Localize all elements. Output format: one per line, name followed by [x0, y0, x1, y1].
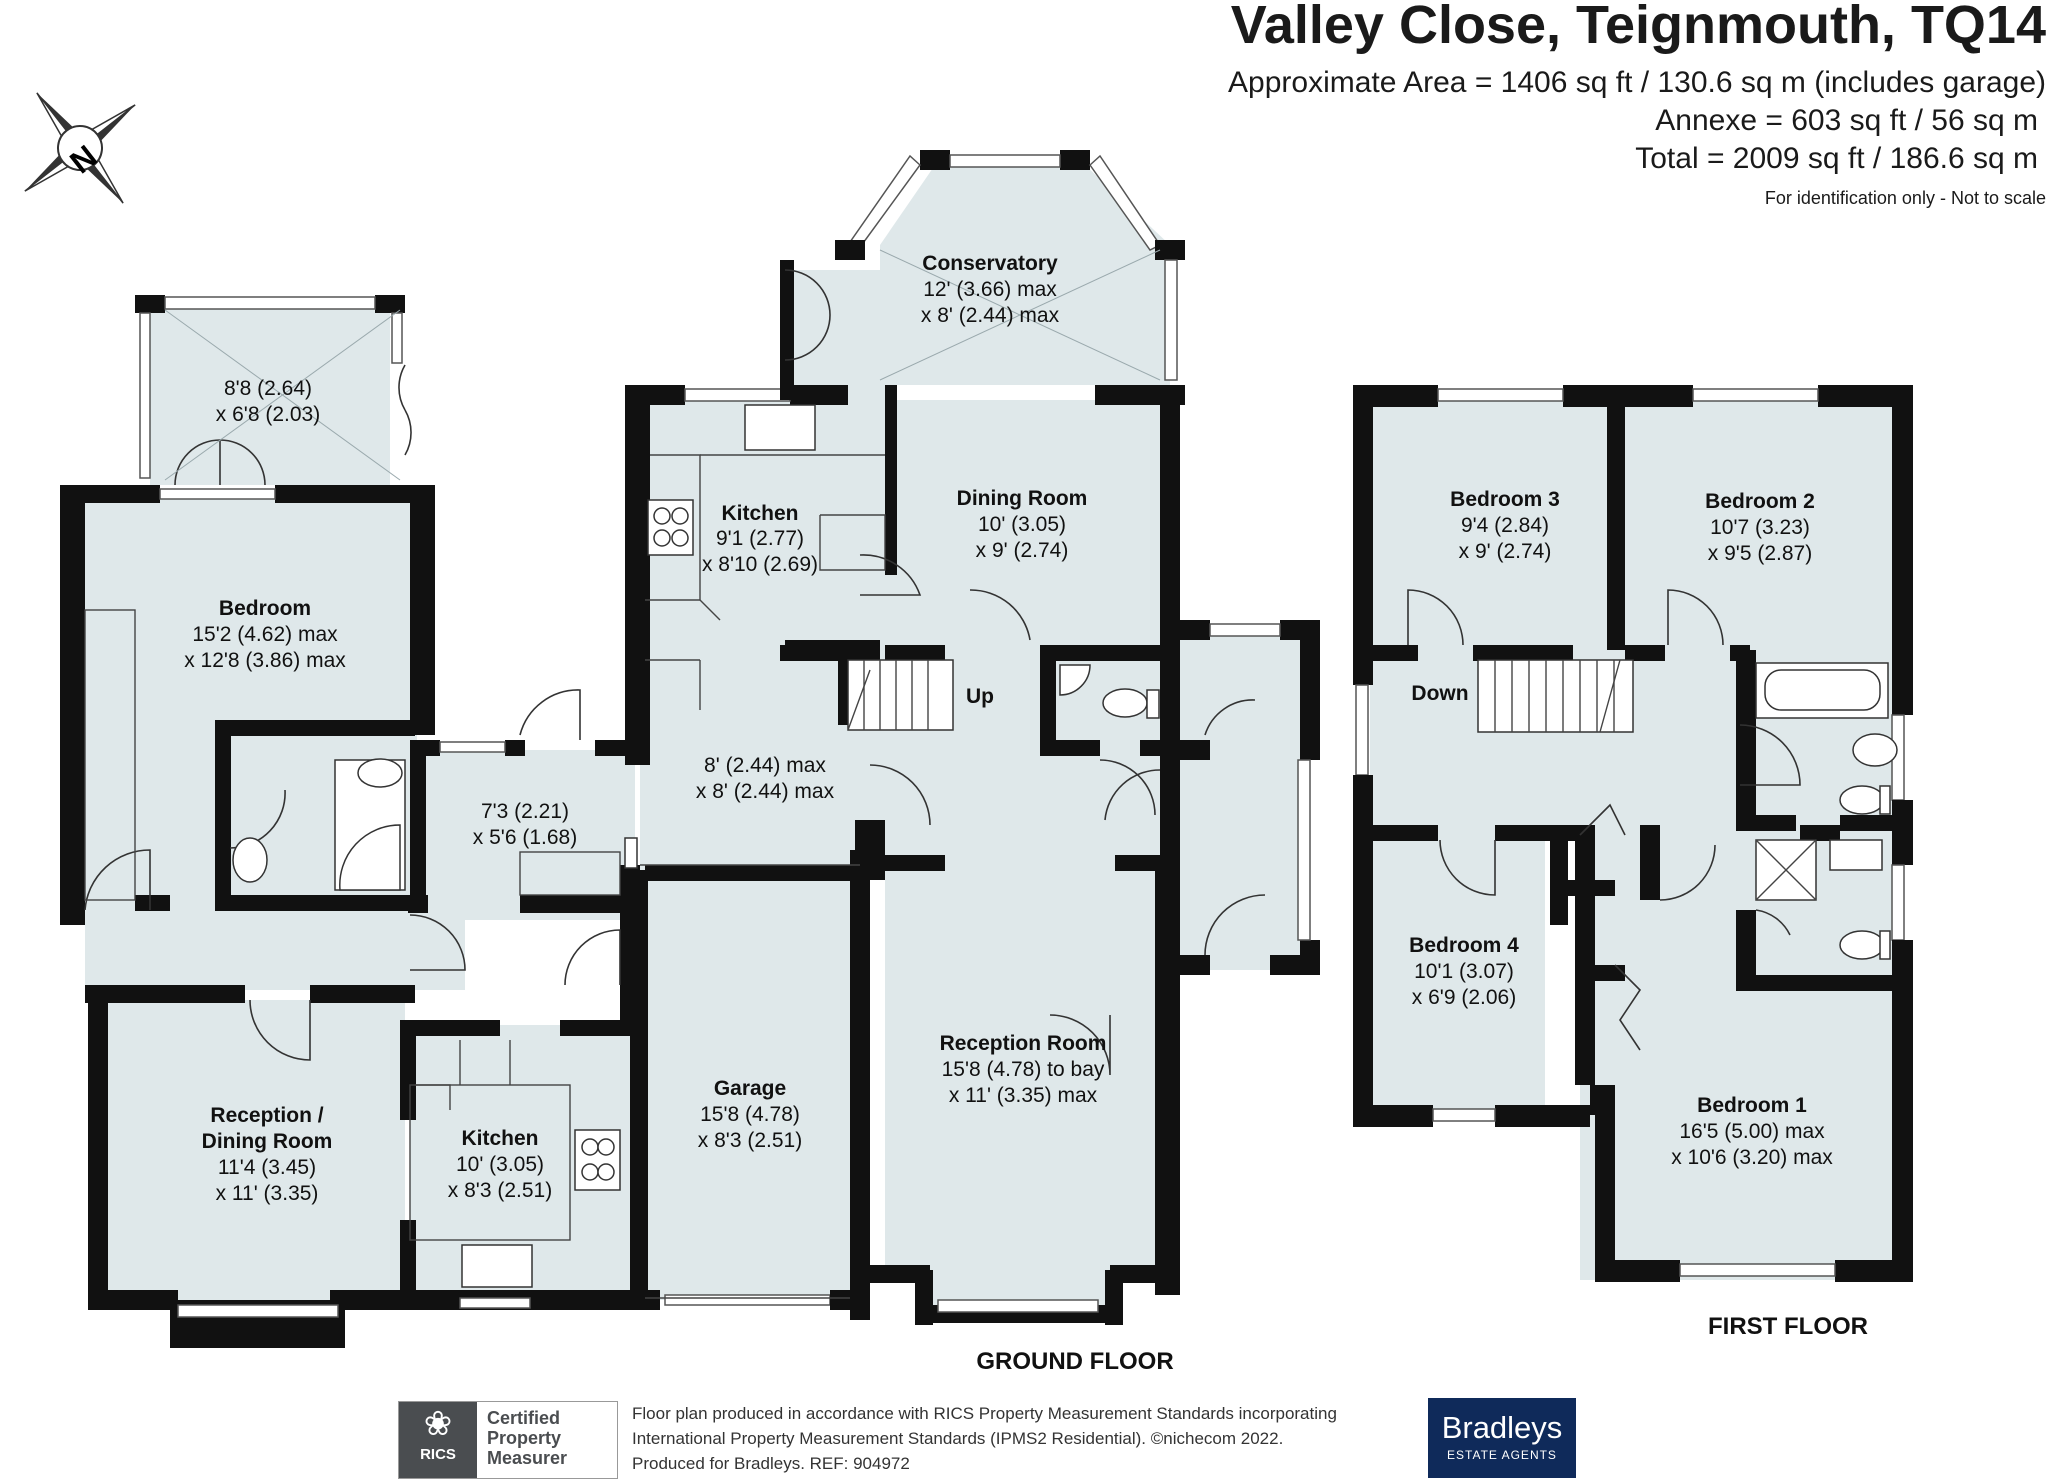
- garage-dim2: x 8'3 (2.51): [698, 1129, 802, 1152]
- up-label: Up: [966, 685, 994, 708]
- conservatory-name: Conservatory: [922, 252, 1058, 275]
- footer-notice: Floor plan produced in accordance with R…: [632, 1401, 1337, 1476]
- bedroom3-name: Bedroom 3: [1450, 488, 1560, 511]
- kitchen-name: Kitchen: [721, 502, 798, 525]
- annexe-kitchen-name: Kitchen: [461, 1127, 538, 1150]
- bedroom1-dim2: x 10'6 (3.20) max: [1671, 1146, 1833, 1169]
- hall-dim1: 8' (2.44) max: [704, 754, 826, 777]
- utility-dim1: 7'3 (2.21): [481, 800, 569, 823]
- compass-rose-icon: [24, 92, 136, 204]
- bedroom4-dim1: 10'1 (3.07): [1414, 960, 1514, 983]
- ground-floor-label: GROUND FLOOR: [976, 1348, 1173, 1375]
- footer-line-2: International Property Measurement Stand…: [632, 1429, 1284, 1448]
- reception-dining-dim2: x 11' (3.35): [216, 1182, 319, 1205]
- reception-dining-name-1: Reception /: [210, 1104, 323, 1127]
- ground-floor-doors: [84, 364, 1266, 1076]
- bedroom1-dim1: 16'5 (5.00) max: [1679, 1120, 1825, 1143]
- rics-badge-text: Certified Property Measurer: [487, 1408, 568, 1468]
- reception-dining-dim1: 11'4 (3.45): [218, 1156, 316, 1179]
- total-area: Total = 2009 sq ft / 186.6 sq m: [1635, 142, 2038, 175]
- annexe-area: Annexe = 603 sq ft / 56 sq m: [1655, 104, 2038, 137]
- hall-dim2: x 8' (2.44) max: [696, 780, 835, 803]
- reception-room-dim2: x 11' (3.35) max: [949, 1084, 1098, 1107]
- bedroom3-dim1: 9'4 (2.84): [1461, 514, 1549, 537]
- bedroom2-dim1: 10'7 (3.23): [1710, 516, 1810, 539]
- first-floor-walls: [1353, 385, 1913, 1282]
- first-floor-label: FIRST FLOOR: [1708, 1313, 1868, 1340]
- reception-room-dim1: 15'8 (4.78) to bay: [942, 1058, 1105, 1081]
- bedroom2-dim2: x 9'5 (2.87): [1708, 542, 1812, 565]
- conservatory-dim1: 12' (3.66) max: [923, 278, 1057, 301]
- garage-name: Garage: [714, 1077, 786, 1100]
- agent-tagline: ESTATE AGENTS: [1447, 1448, 1557, 1462]
- room-labels: Conservatory 12' (3.66) max x 8' (2.44) …: [184, 252, 1868, 1375]
- bedroom1-name: Bedroom 1: [1697, 1094, 1807, 1117]
- bedroom-name: Bedroom: [219, 597, 311, 620]
- down-label: Down: [1411, 682, 1468, 705]
- annexe-kitchen-dim1: 10' (3.05): [456, 1153, 544, 1176]
- reception-room-name: Reception Room: [940, 1032, 1107, 1055]
- dining-room-name: Dining Room: [957, 487, 1088, 510]
- annexe-conservatory-dim2: x 6'8 (2.03): [216, 403, 320, 426]
- rics-certified-badge: ❀ RICS Certified Property Measurer: [398, 1401, 618, 1479]
- bedroom4-name: Bedroom 4: [1409, 934, 1519, 957]
- bedroom-dim1: 15'2 (4.62) max: [192, 623, 338, 646]
- ground-floor-fixtures: [84, 249, 1161, 1299]
- bedroom2-name: Bedroom 2: [1705, 490, 1815, 513]
- page-title: Valley Close, Teignmouth, TQ14: [1230, 0, 2046, 55]
- annexe-kitchen-dim2: x 8'3 (2.51): [448, 1179, 552, 1202]
- kitchen-dim1: 9'1 (2.77): [716, 527, 804, 550]
- ground-floor-walls: [60, 150, 1320, 1348]
- rics-logo-text: RICS: [420, 1446, 456, 1463]
- garage-dim1: 15'8 (4.78): [700, 1103, 800, 1126]
- utility-dim2: x 5'6 (1.68): [473, 826, 577, 849]
- footer-line-1: Floor plan produced in accordance with R…: [632, 1404, 1337, 1423]
- agent-logo: Bradleys ESTATE AGENTS: [1428, 1398, 1576, 1478]
- footer-line-3: Produced for Bradleys. REF: 904972: [632, 1454, 910, 1473]
- conservatory-dim2: x 8' (2.44) max: [921, 304, 1060, 327]
- first-floor-fixtures: [1477, 659, 1898, 960]
- dining-room-dim1: 10' (3.05): [978, 513, 1066, 536]
- rics-emblem-icon: ❀: [423, 1405, 453, 1443]
- first-floor-fills: [1370, 400, 1895, 1280]
- annexe-conservatory-dim1: 8'8 (2.64): [224, 377, 312, 400]
- kitchen-dim2: x 8'10 (2.69): [702, 553, 818, 576]
- scale-disclaimer: For identification only - Not to scale: [1764, 188, 2046, 208]
- reception-dining-name-2: Dining Room: [202, 1130, 333, 1153]
- bedroom-dim2: x 12'8 (3.86) max: [184, 649, 346, 672]
- approximate-area: Approximate Area = 1406 sq ft / 130.6 sq…: [1228, 66, 2046, 99]
- bedroom3-dim2: x 9' (2.74): [1459, 540, 1552, 563]
- agent-name: Bradleys: [1441, 1410, 1563, 1445]
- rics-logo: ❀ RICS: [399, 1402, 477, 1478]
- bedroom4-dim2: x 6'9 (2.06): [1412, 986, 1516, 1009]
- dining-room-dim2: x 9' (2.74): [976, 539, 1069, 562]
- first-floor-doors: [1407, 589, 1801, 1051]
